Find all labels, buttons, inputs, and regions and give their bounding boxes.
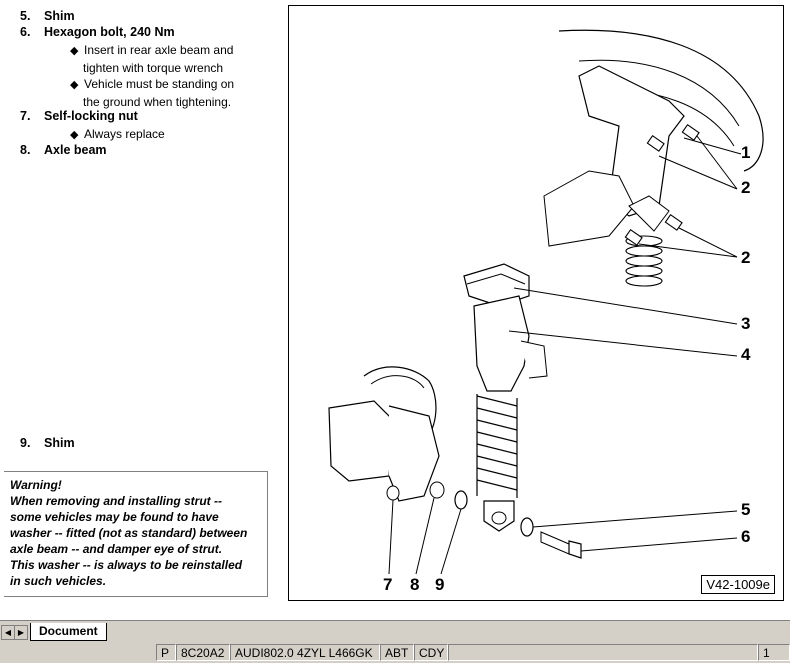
note-text: the ground when tightening.: [83, 94, 232, 109]
status-cell-engine: CDY: [414, 644, 448, 661]
item-number: 6.: [20, 25, 31, 39]
warning-line: This washer -- is always to be reinstall…: [10, 558, 243, 572]
warning-line: some vehicles may be found to have: [10, 510, 219, 524]
note-text: tighten with torque wrench: [83, 60, 224, 75]
callout-7: 7: [383, 575, 393, 594]
diamond-bullet-icon: ◆: [70, 129, 79, 141]
warning-line: in such vehicles.: [10, 574, 107, 588]
item-label: Hexagon bolt, 240 Nm: [44, 25, 175, 39]
callout-6: 6: [741, 527, 751, 546]
document-page: 5. Shim 6. Hexagon bolt, 240 Nm ◆ Insert …: [4, 5, 784, 601]
item-number: 5.: [20, 9, 31, 23]
item-label: Axle beam: [44, 143, 107, 157]
status-cell-abt: ABT: [380, 644, 414, 661]
callout-3: 3: [741, 314, 751, 333]
status-cell-vehicle: AUDI802.0 4ZYL L466GK: [230, 644, 380, 661]
callout-2: 2: [741, 178, 751, 197]
item-number: 7.: [20, 109, 31, 123]
note-text: Insert in rear axle beam and: [84, 43, 234, 57]
warning-title: Warning!: [10, 478, 62, 492]
next-tab-button[interactable]: ▶: [14, 625, 28, 640]
exploded-view-figure: 1 2 2 3 4 5 6 7 8 9 V42-1009e: [288, 5, 784, 601]
warning-line: axle beam -- and damper eye of strut.: [10, 542, 223, 556]
warning-box: Warning! When removing and installing st…: [4, 471, 268, 597]
warning-line: When removing and installing strut --: [10, 494, 223, 508]
warning-line: washer -- fitted (not as standard) betwe…: [10, 526, 248, 540]
item-6-note-2: ◆ Vehicle must be standing on the ground …: [70, 76, 234, 110]
item-label: Shim: [44, 436, 75, 450]
callout-9: 9: [435, 575, 445, 594]
tab-document[interactable]: Document: [30, 623, 107, 641]
item-number: 9.: [20, 436, 31, 450]
status-cell-page: 1: [758, 644, 790, 661]
sheet-tab-strip: ◀ ▶ Document: [0, 620, 790, 643]
callout-8: 8: [410, 575, 420, 594]
figure-id-label: V42-1009e: [701, 575, 775, 594]
item-6-note-1: ◆ Insert in rear axle beam and tighten wi…: [70, 42, 233, 76]
status-cell-mode: P: [156, 644, 176, 661]
diamond-bullet-icon: ◆: [70, 79, 79, 91]
status-cell-empty: [448, 644, 758, 661]
callout-2: 2: [741, 248, 751, 267]
diamond-bullet-icon: ◆: [70, 45, 79, 57]
note-text: Always replace: [84, 127, 165, 141]
previous-tab-button[interactable]: ◀: [1, 625, 15, 640]
callout-1: 1: [741, 143, 751, 162]
strut-assembly-drawing: [328, 29, 764, 575]
status-cell-code: 8C20A2: [176, 644, 230, 661]
callout-5: 5: [741, 500, 751, 519]
item-number: 8.: [20, 143, 31, 157]
item-label: Self-locking nut: [44, 109, 138, 123]
status-bar: P 8C20A2 AUDI802.0 4ZYL L466GK ABT CDY 1: [0, 643, 790, 663]
note-text: Vehicle must be standing on: [84, 77, 235, 91]
item-label: Shim: [44, 9, 75, 23]
callout-4: 4: [741, 345, 751, 364]
item-7-note: ◆ Always replace: [70, 126, 165, 144]
